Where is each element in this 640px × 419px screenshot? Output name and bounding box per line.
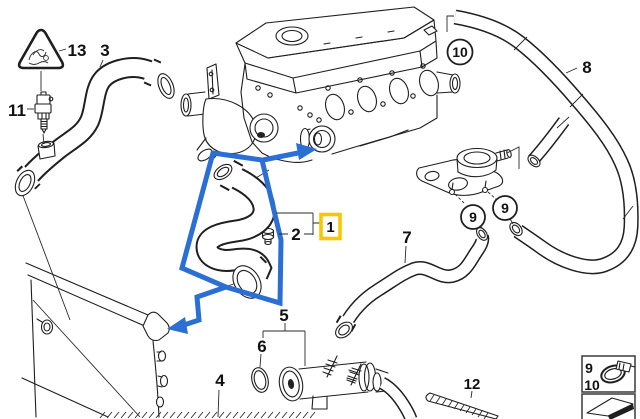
selection-arrow-to-radiator-head: [167, 317, 188, 334]
hose-1-selected-drawing: [195, 159, 276, 299]
vent-valve-drawing: [416, 146, 520, 204]
callout-12[interactable]: 12: [464, 376, 481, 393]
callout-1-highlighted[interactable]: 1: [319, 212, 342, 241]
callouts: 13 3 11 8 2 7 5 6 4 12 10 9 9 1: [8, 38, 592, 393]
callout-4[interactable]: 4: [215, 371, 225, 390]
thermostat-housing: [202, 97, 257, 155]
callout-7[interactable]: 7: [402, 228, 411, 247]
legend-row2-number: 10: [584, 377, 600, 393]
callout-6[interactable]: 6: [257, 337, 266, 356]
radiator-drain-plug: [40, 319, 54, 335]
legend-row1-number: 9: [585, 360, 593, 376]
hose-7-drawing: [335, 227, 490, 339]
callout-1-highlight-box: [319, 212, 342, 241]
callout-9-left-circled[interactable]: 9: [460, 204, 486, 230]
selection-markers: [167, 143, 317, 334]
callout-8[interactable]: 8: [582, 58, 591, 77]
callout-9-left-label: 9: [469, 209, 477, 225]
water-pipe-assembly-drawing: [278, 355, 418, 419]
hose-3-drawing: [14, 57, 175, 197]
callout-5[interactable]: 5: [279, 306, 288, 325]
radiator-bottom-hatch: [99, 411, 316, 419]
hose-clamp-icon: [600, 360, 636, 384]
callout-1-label: 1: [326, 219, 334, 236]
selection-arrow-to-engine-shaft: [262, 150, 299, 163]
callout-2[interactable]: 2: [291, 225, 300, 244]
callout-11[interactable]: 11: [8, 101, 26, 120]
selection-arrow-to-radiator-shaft: [183, 284, 227, 328]
selection-outline-pentagon: [179, 150, 284, 307]
engine-block-drawing: [180, 6, 461, 163]
legend-box: 9 10: [581, 355, 636, 419]
hose-12-drawing: [425, 392, 499, 419]
oil-filler-cap: [275, 26, 309, 46]
scalding-hazard-warning-icon: [17, 28, 65, 70]
callout-9-right-circled[interactable]: 9: [492, 195, 518, 221]
radiator-drawing: [21, 192, 316, 419]
leader-lines: [27, 48, 578, 418]
water-outlet-boss: [299, 125, 336, 153]
callout-10-circled[interactable]: 10: [446, 38, 474, 66]
direction-arrow-icon: [586, 397, 634, 419]
callout-13[interactable]: 13: [68, 41, 87, 60]
o-ring-drawing: [251, 367, 269, 393]
callout-9-right-label: 9: [501, 200, 509, 216]
callout-10-label: 10: [452, 44, 468, 60]
callout-3[interactable]: 3: [100, 41, 109, 60]
selection-arrow-to-engine-head: [296, 143, 317, 160]
hose-8-drawing: [453, 9, 639, 275]
temperature-sensor-drawing: [34, 91, 54, 134]
